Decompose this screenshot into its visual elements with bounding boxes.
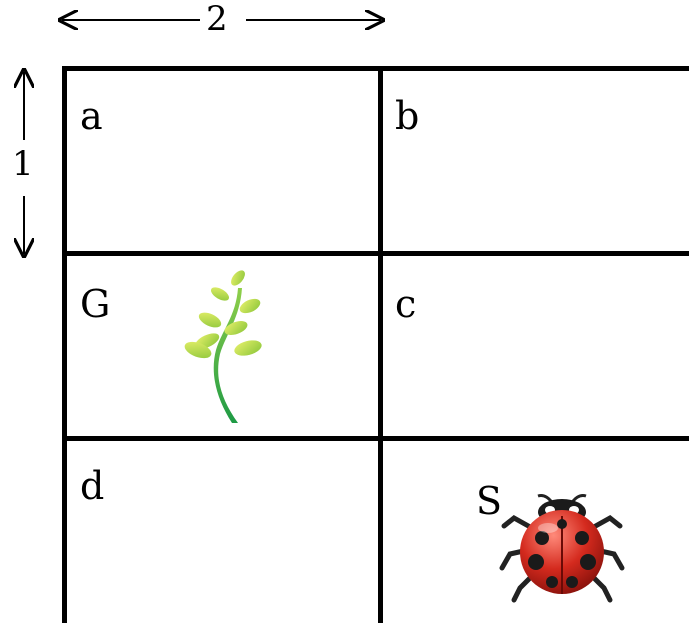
cell-label-c: c [395, 282, 417, 326]
width-dimension-arrow [0, 0, 689, 60]
grid-line-row1 [62, 251, 689, 256]
cell-label-g: G [80, 282, 111, 326]
grid-line-row2 [62, 436, 689, 441]
grid-line-left [62, 66, 67, 623]
cell-label-a: a [80, 94, 103, 138]
plant-sprout-icon [184, 270, 262, 423]
height-dimension-arrow [0, 0, 60, 623]
width-dimension-label: 2 [206, 0, 228, 39]
cell-label-s: S [476, 479, 503, 523]
grid-line-top [62, 66, 689, 71]
ladybug-icon [499, 494, 625, 603]
cell-label-d: d [80, 464, 105, 508]
grid-line-middle [378, 66, 383, 623]
cell-label-b: b [395, 94, 420, 138]
height-dimension-label: 1 [12, 144, 34, 184]
